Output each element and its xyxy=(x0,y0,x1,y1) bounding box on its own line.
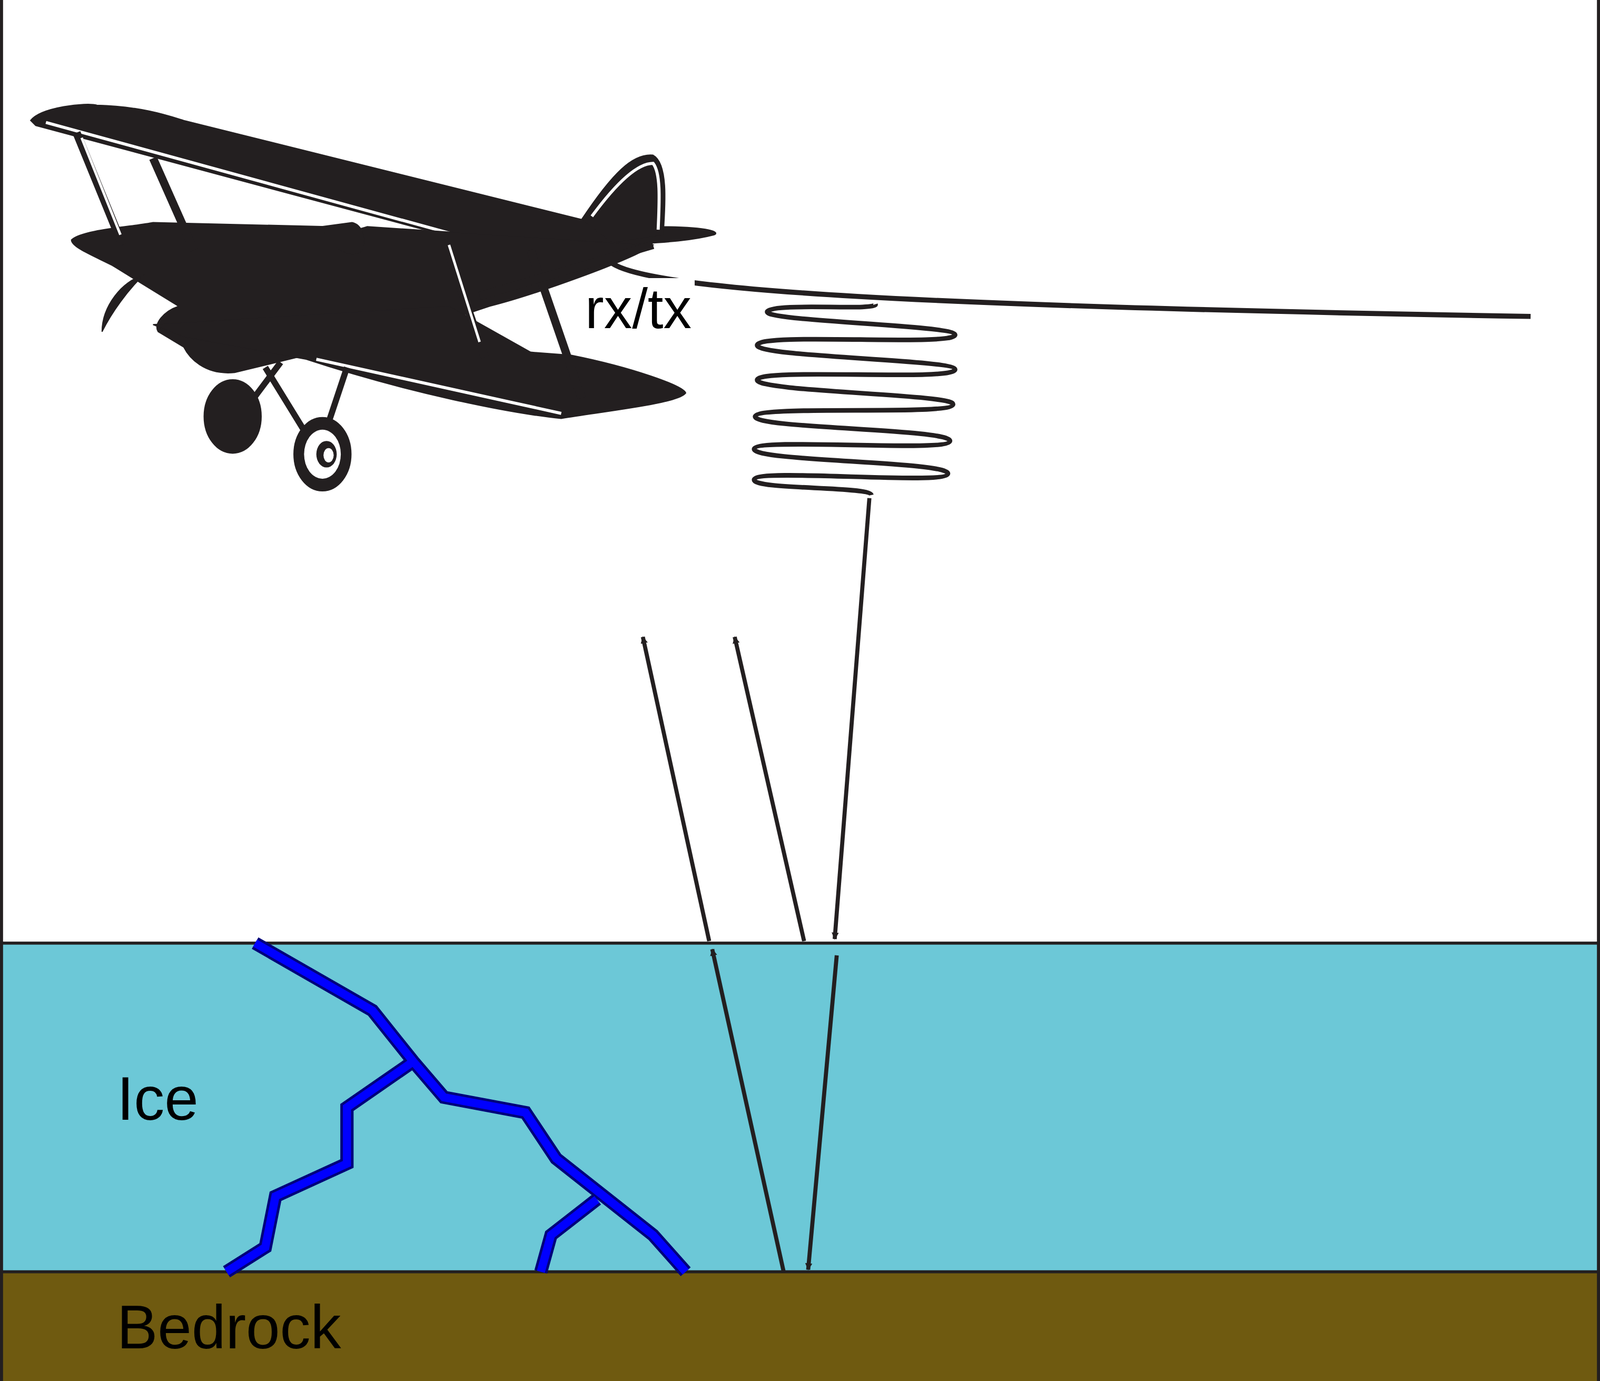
biplane xyxy=(30,104,716,491)
layer-label: Ice xyxy=(116,1063,199,1134)
meltwater-channels xyxy=(226,943,686,1272)
frame-right xyxy=(1596,0,1600,1381)
ice-surface xyxy=(0,941,1600,945)
ice-band xyxy=(0,943,1600,1272)
layer-label: Bedrock xyxy=(116,1292,342,1363)
antenna-label: rx/tx xyxy=(581,278,695,341)
antenna-coil xyxy=(754,303,956,495)
signal-rays xyxy=(643,498,870,1272)
bedrock-layer: Bedrock xyxy=(0,1271,1600,1381)
frame-left xyxy=(0,0,4,1381)
tow-cable xyxy=(612,263,1532,317)
bedrock-band xyxy=(0,1271,1600,1381)
ice-layer: Ice xyxy=(0,942,1600,1272)
